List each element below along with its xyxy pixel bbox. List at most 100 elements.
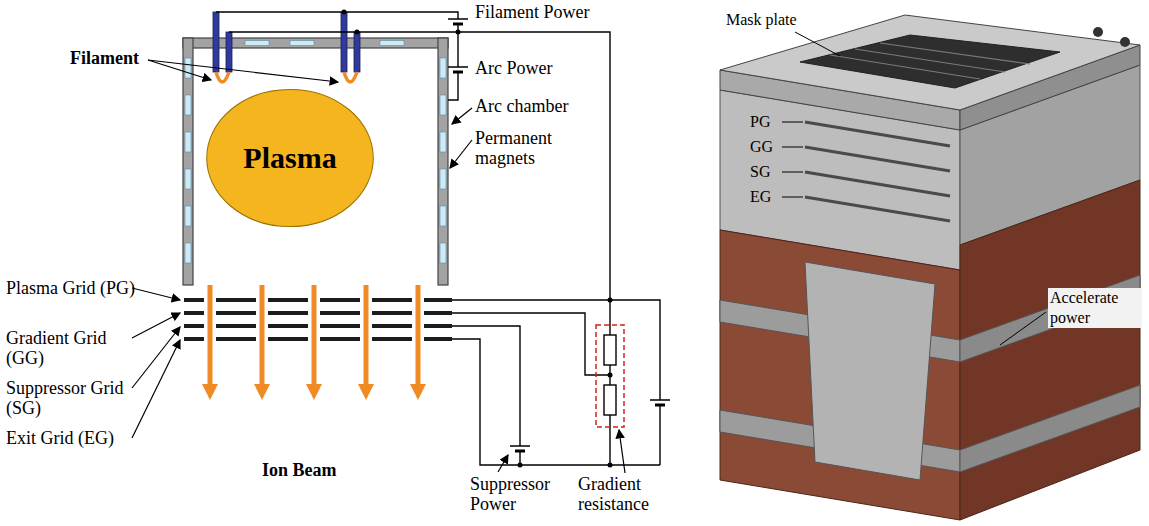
battery-plate	[515, 450, 525, 453]
wires	[216, 12, 660, 465]
grid-plate	[805, 147, 950, 171]
battery-plate	[655, 404, 665, 407]
battery-plate	[650, 399, 670, 401]
mask-plate	[720, 15, 1140, 110]
part-label: Permanent magnets	[475, 128, 585, 168]
beam	[312, 285, 317, 385]
grid-plate	[805, 197, 950, 221]
resistor-symbol	[604, 385, 616, 415]
magnet	[440, 169, 446, 189]
apertures	[830, 43, 1030, 79]
render-leaders	[782, 32, 1046, 345]
part-label: PG	[748, 112, 772, 132]
ion-beams	[202, 285, 426, 400]
leader-line	[148, 60, 211, 80]
plasma-ellipse: Plasma	[205, 88, 375, 228]
magnet	[185, 206, 191, 226]
bolt	[1120, 37, 1130, 47]
aperture-row	[830, 55, 980, 79]
rod	[354, 32, 360, 72]
leader-line	[132, 340, 180, 438]
grid-plate	[805, 172, 950, 196]
grid-row	[184, 311, 452, 315]
leader-line	[795, 32, 840, 56]
part-label: Arc chamber	[475, 96, 568, 116]
magnet	[380, 41, 404, 46]
magnet	[185, 243, 191, 263]
leader-line	[132, 327, 180, 388]
chamber-wall	[183, 38, 193, 285]
magnet	[290, 41, 314, 46]
part-label: Exit Grid (EG)	[6, 428, 136, 448]
dot	[608, 463, 613, 468]
leader-line	[450, 140, 472, 168]
beam-head	[202, 384, 218, 400]
part-label: Plasma Grid (PG)	[6, 278, 136, 298]
leader-line	[782, 172, 803, 173]
leader-line	[498, 455, 508, 472]
beam	[364, 285, 369, 385]
part-label: Gradient resistance	[578, 474, 678, 514]
rod	[226, 32, 232, 72]
leader-line	[148, 60, 338, 82]
wire	[659, 405, 660, 465]
side-panel	[960, 180, 1140, 520]
junction-dots	[342, 10, 613, 468]
beam-head	[306, 384, 322, 400]
magnet	[440, 132, 446, 152]
wire	[452, 326, 520, 446]
grid-row	[184, 337, 452, 341]
wire	[452, 313, 610, 375]
part-label: Mask plate	[726, 10, 797, 30]
beam	[416, 285, 421, 385]
wire	[609, 415, 610, 465]
battery-symbols	[448, 19, 670, 451]
battery-plate	[448, 18, 468, 20]
aperture-area	[800, 35, 1060, 88]
clamp-bar	[960, 385, 1140, 472]
wire	[216, 12, 458, 19]
wire	[452, 300, 660, 400]
battery-plate	[510, 445, 530, 447]
dot	[342, 10, 347, 15]
leader-lines	[132, 60, 625, 473]
leader-line	[782, 122, 803, 123]
bolt	[1093, 27, 1103, 37]
chamber-wall	[438, 38, 448, 285]
magnet	[185, 58, 191, 78]
leader-line	[782, 197, 803, 198]
part-label: Accelerate power	[1048, 288, 1142, 328]
wire	[457, 32, 458, 67]
magnet	[440, 95, 446, 115]
leader-line	[132, 288, 180, 300]
battery-plate	[453, 71, 463, 74]
filament-rods	[213, 12, 360, 72]
part-label: SG	[748, 162, 772, 182]
rod	[213, 12, 219, 72]
grid-row	[184, 324, 452, 328]
magnet-slots	[185, 41, 446, 264]
part-label: Arc Power	[475, 58, 552, 78]
battery-plate	[448, 66, 468, 68]
wire	[609, 300, 610, 335]
magnet	[185, 132, 191, 152]
aperture-row	[855, 49, 1005, 72]
dot	[518, 463, 523, 468]
beam-head	[358, 384, 374, 400]
part-label: EG	[748, 187, 773, 207]
leader-line	[452, 108, 472, 124]
magnet	[440, 206, 446, 226]
beam	[208, 285, 213, 385]
beam-head	[254, 384, 270, 400]
dot	[456, 30, 461, 35]
part-label: Suppressor Grid (SG)	[6, 378, 136, 418]
leader-line	[782, 147, 803, 148]
magnet	[245, 41, 269, 46]
part-label: Suppressor Power	[470, 474, 565, 514]
filament-loop	[216, 72, 229, 82]
wire	[452, 339, 660, 465]
side-panel	[720, 230, 960, 520]
leader-line	[132, 313, 180, 338]
rod	[341, 12, 347, 72]
